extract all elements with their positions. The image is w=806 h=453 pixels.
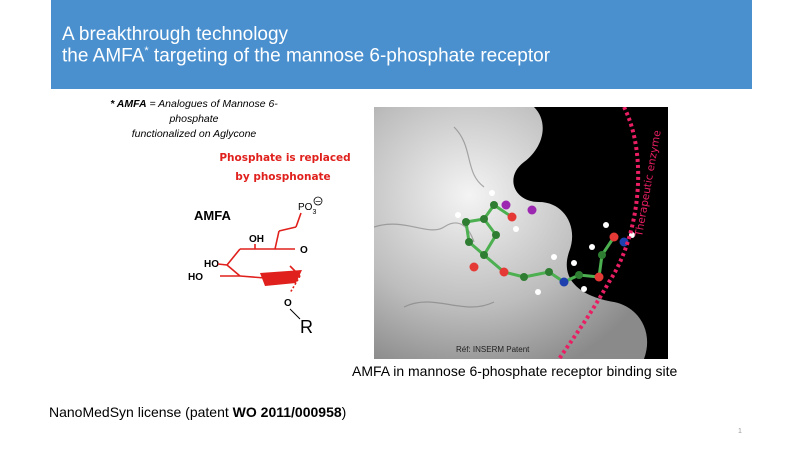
negative-charge: − [315,197,322,206]
pyranose-ring [217,244,301,279]
po3-label: PO3 [298,202,316,216]
ho-label-lower: HO [188,272,203,283]
title-line-2: the AMFA* targeting of the mannose 6-pho… [62,45,551,67]
anomeric-bond [289,275,301,294]
phosphonate-chain [274,212,302,250]
footnote-definition-1: = Analogues of Mannose 6-phosphate [146,98,278,125]
title-banner: A breakthrough technology the AMFA* targ… [51,0,752,89]
enzyme-boundary [557,107,641,359]
license-line: NanoMedSyn license (patent WO 2011/00095… [49,404,347,420]
amfa-structure-diagram: Phosphate is replaced by phosphonate AMF… [188,152,351,337]
ho-label-upper: HO [204,259,219,270]
ligand-model [455,190,635,295]
negative-charge-circle [313,196,323,206]
footnote-definition-2: functionalized on Aglycone [131,128,257,140]
oh-label: OH [249,234,264,245]
phosphonate-annotation-2: by phosphonate [235,171,330,183]
ring-bold-edge [260,270,302,286]
ring-oxygen-label: O [300,245,308,256]
phosphonate-annotation-1: Phosphate is replaced [219,152,350,164]
reference-label: Réf: INSERM Patent [456,345,530,354]
r-group-label: R [300,317,313,337]
aglycone-bond [289,308,301,320]
receptor-binding-render: Therapeutic enzyme [374,107,668,359]
glycosidic-oxygen-label: O [284,298,292,309]
page-number: 1 [738,428,742,435]
amfa-footnote: * AMFA = Analogues of Mannose 6-phosphat… [86,97,302,142]
render-caption: AMFA in mannose 6-phosphate receptor bin… [352,363,678,379]
amfa-label: AMFA [194,208,231,223]
patent-number: WO 2011/000958 [232,404,342,420]
footnote-term: * AMFA [110,98,147,110]
title-line-1: A breakthrough technology [62,24,289,45]
receptor-surface [374,107,648,359]
